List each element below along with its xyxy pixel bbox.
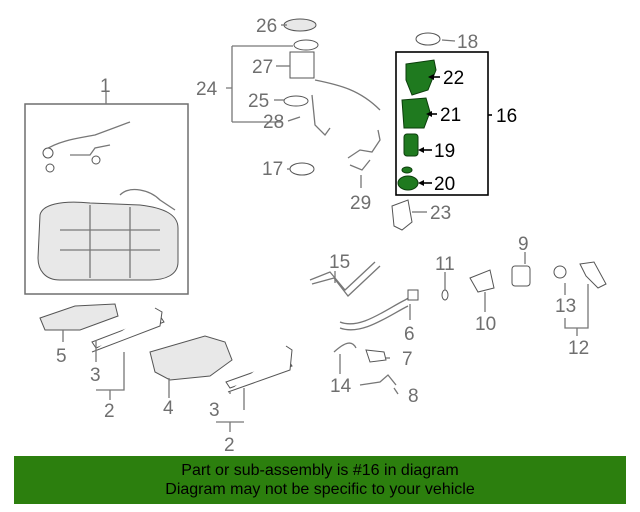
callout-12: 12 <box>568 338 589 359</box>
banner-line-2: Diagram may not be specific to your vehi… <box>165 481 475 498</box>
callout-19: 19 <box>434 141 455 162</box>
heat-insulator <box>149 335 233 381</box>
callout-13: 13 <box>555 296 576 317</box>
callout-2-right: 2 <box>224 435 235 456</box>
callout-29: 29 <box>350 193 371 214</box>
callout-labels: 1 2 2 3 3 4 5 6 7 8 9 10 11 12 13 14 15 … <box>56 16 589 456</box>
callout-28: 28 <box>263 112 284 133</box>
leader-lines <box>62 24 589 432</box>
callout-6: 6 <box>404 324 415 345</box>
callout-20: 20 <box>434 174 455 195</box>
filler-pipe-parts <box>309 261 607 386</box>
callout-10: 10 <box>475 314 496 335</box>
callout-1: 1 <box>100 76 111 97</box>
fuel-pump-upper-parts <box>283 18 381 176</box>
info-banner: Part or sub-assembly is #16 in diagram D… <box>14 456 626 504</box>
callout-9: 9 <box>518 234 529 255</box>
tank-strap-front <box>91 307 293 393</box>
callout-26: 26 <box>256 16 277 37</box>
callout-14: 14 <box>330 376 352 397</box>
fuel-filter <box>391 199 413 231</box>
callout-11: 11 <box>435 254 455 275</box>
callout-17: 17 <box>262 159 283 180</box>
callout-22: 22 <box>443 68 464 89</box>
callout-18: 18 <box>457 32 478 53</box>
callout-4: 4 <box>163 398 174 419</box>
fuel-pump-sub-assembly-16 <box>395 51 489 196</box>
tank-protector <box>39 303 119 331</box>
callout-2-left: 2 <box>104 401 115 422</box>
callout-5: 5 <box>56 346 67 367</box>
callout-21: 21 <box>440 105 461 126</box>
callout-24: 24 <box>196 79 218 100</box>
callout-15: 15 <box>329 252 350 273</box>
fuel-tank-assembly <box>24 103 189 295</box>
callout-16: 16 <box>496 106 517 127</box>
callout-8: 8 <box>408 386 419 407</box>
arrowheads <box>418 74 434 186</box>
callout-7: 7 <box>402 349 413 370</box>
callout-3-right: 3 <box>209 400 220 421</box>
banner-line-1: Part or sub-assembly is #16 in diagram <box>181 462 459 479</box>
callout-27: 27 <box>252 57 273 78</box>
callout-25: 25 <box>248 91 269 112</box>
callout-23: 23 <box>430 203 451 224</box>
lock-ring <box>415 32 441 46</box>
callout-3-left: 3 <box>90 365 101 386</box>
